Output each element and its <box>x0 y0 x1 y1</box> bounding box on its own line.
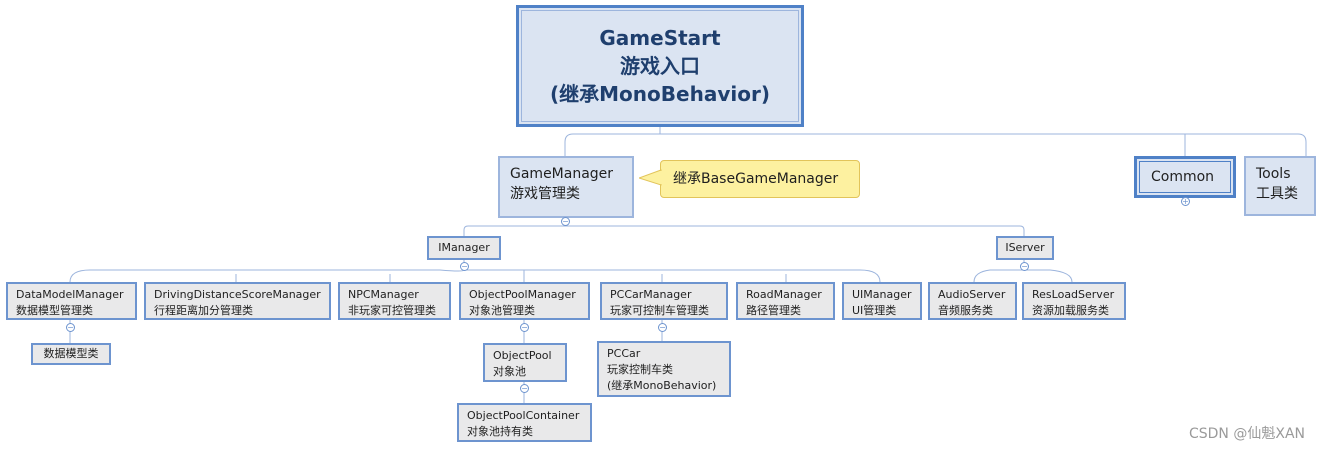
minus-circle-icon[interactable]: − <box>460 262 469 271</box>
pccar-title: PCCar <box>607 347 641 360</box>
gamemanager-subtitle: 游戏管理类 <box>510 186 580 202</box>
resloadserver-node[interactable]: ResLoadServer 资源加载服务类 <box>1022 282 1126 320</box>
objectpoolcontainer-node[interactable]: ObjectPoolContainer 对象池持有类 <box>457 403 592 442</box>
minus-circle-icon[interactable]: − <box>66 323 75 332</box>
manager-title: RoadManager <box>746 288 822 301</box>
manager-subtitle: 行程距离加分管理类 <box>154 304 253 317</box>
tools-subtitle: 工具类 <box>1256 186 1298 202</box>
manager-subtitle: 非玩家可控管理类 <box>348 304 436 317</box>
manager-title: DataModelManager <box>16 288 124 301</box>
imanager-label: IManager <box>438 241 490 254</box>
imanager-node[interactable]: IManager <box>427 236 501 260</box>
manager-title: DrivingDistanceScoreManager <box>154 288 321 301</box>
tools-title: Tools <box>1256 166 1291 182</box>
drivingdistancescoremanager-node[interactable]: DrivingDistanceScoreManager 行程距离加分管理类 <box>144 282 331 320</box>
server-subtitle: 音频服务类 <box>938 304 993 317</box>
datamodel-node[interactable]: 数据模型类 <box>31 343 111 365</box>
common-title: Common <box>1151 169 1215 185</box>
objectpoolcontainer-title: ObjectPoolContainer <box>467 409 580 422</box>
manager-title: PCCarManager <box>610 288 692 301</box>
objectpoolcontainer-subtitle: 对象池持有类 <box>467 425 533 438</box>
root-title: GameStart <box>599 26 721 50</box>
minus-circle-icon[interactable]: − <box>1020 262 1029 271</box>
server-title: AudioServer <box>938 288 1006 301</box>
server-title: ResLoadServer <box>1032 288 1115 301</box>
watermark: CSDN @仙魁XAN <box>1188 426 1305 442</box>
inheritance-callout: 继承BaseGameManager <box>660 160 860 198</box>
pccar-subtitle: 玩家控制车类 <box>607 363 673 376</box>
datamodel-label: 数据模型类 <box>43 347 99 360</box>
tools-node[interactable]: Tools 工具类 <box>1244 156 1316 216</box>
objectpool-title: ObjectPool <box>493 349 552 362</box>
manager-title: ObjectPoolManager <box>469 288 576 301</box>
audioserver-node[interactable]: AudioServer 音频服务类 <box>928 282 1017 320</box>
plus-circle-icon[interactable]: + <box>1181 197 1190 206</box>
uimanager-node[interactable]: UIManager UI管理类 <box>842 282 922 320</box>
manager-subtitle: 对象池管理类 <box>469 304 535 317</box>
root-subtitle: 游戏入口 <box>620 54 700 78</box>
npcmanager-node[interactable]: NPCManager 非玩家可控管理类 <box>338 282 451 320</box>
manager-title: UIManager <box>852 288 912 301</box>
iserver-label: IServer <box>1005 241 1045 254</box>
server-subtitle: 资源加载服务类 <box>1032 304 1109 317</box>
iserver-node[interactable]: IServer <box>996 236 1054 260</box>
minus-circle-icon[interactable]: − <box>658 323 667 332</box>
callout-pointer <box>639 169 662 186</box>
minus-circle-icon[interactable]: − <box>520 384 529 393</box>
manager-subtitle: 路径管理类 <box>746 304 801 317</box>
gamemanager-title: GameManager <box>510 166 614 182</box>
manager-subtitle: 数据模型管理类 <box>16 304 93 317</box>
objectpool-node[interactable]: ObjectPool 对象池 <box>483 343 567 382</box>
manager-subtitle: UI管理类 <box>852 304 897 317</box>
roadmanager-node[interactable]: RoadManager 路径管理类 <box>736 282 835 320</box>
minus-circle-icon[interactable]: − <box>520 323 529 332</box>
objectpoolmanager-node[interactable]: ObjectPoolManager 对象池管理类 <box>459 282 590 320</box>
gamestart-node[interactable]: GameStart 游戏入口 (继承MonoBehavior) <box>516 5 804 127</box>
manager-title: NPCManager <box>348 288 419 301</box>
gamemanager-node[interactable]: GameManager 游戏管理类 <box>498 156 634 218</box>
manager-subtitle: 玩家可控制车管理类 <box>610 304 709 317</box>
callout-text: 继承BaseGameManager <box>673 171 839 187</box>
objectpool-subtitle: 对象池 <box>493 365 526 378</box>
pccar-node[interactable]: PCCar 玩家控制车类 (继承MonoBehavior) <box>597 341 731 397</box>
pccarmanager-node[interactable]: PCCarManager 玩家可控制车管理类 <box>600 282 728 320</box>
minus-circle-icon[interactable]: − <box>561 217 570 226</box>
datamodelmanager-node[interactable]: DataModelManager 数据模型管理类 <box>6 282 137 320</box>
root-note: (继承MonoBehavior) <box>550 82 770 106</box>
pccar-note: (继承MonoBehavior) <box>607 379 717 392</box>
common-node[interactable]: Common <box>1134 156 1236 198</box>
